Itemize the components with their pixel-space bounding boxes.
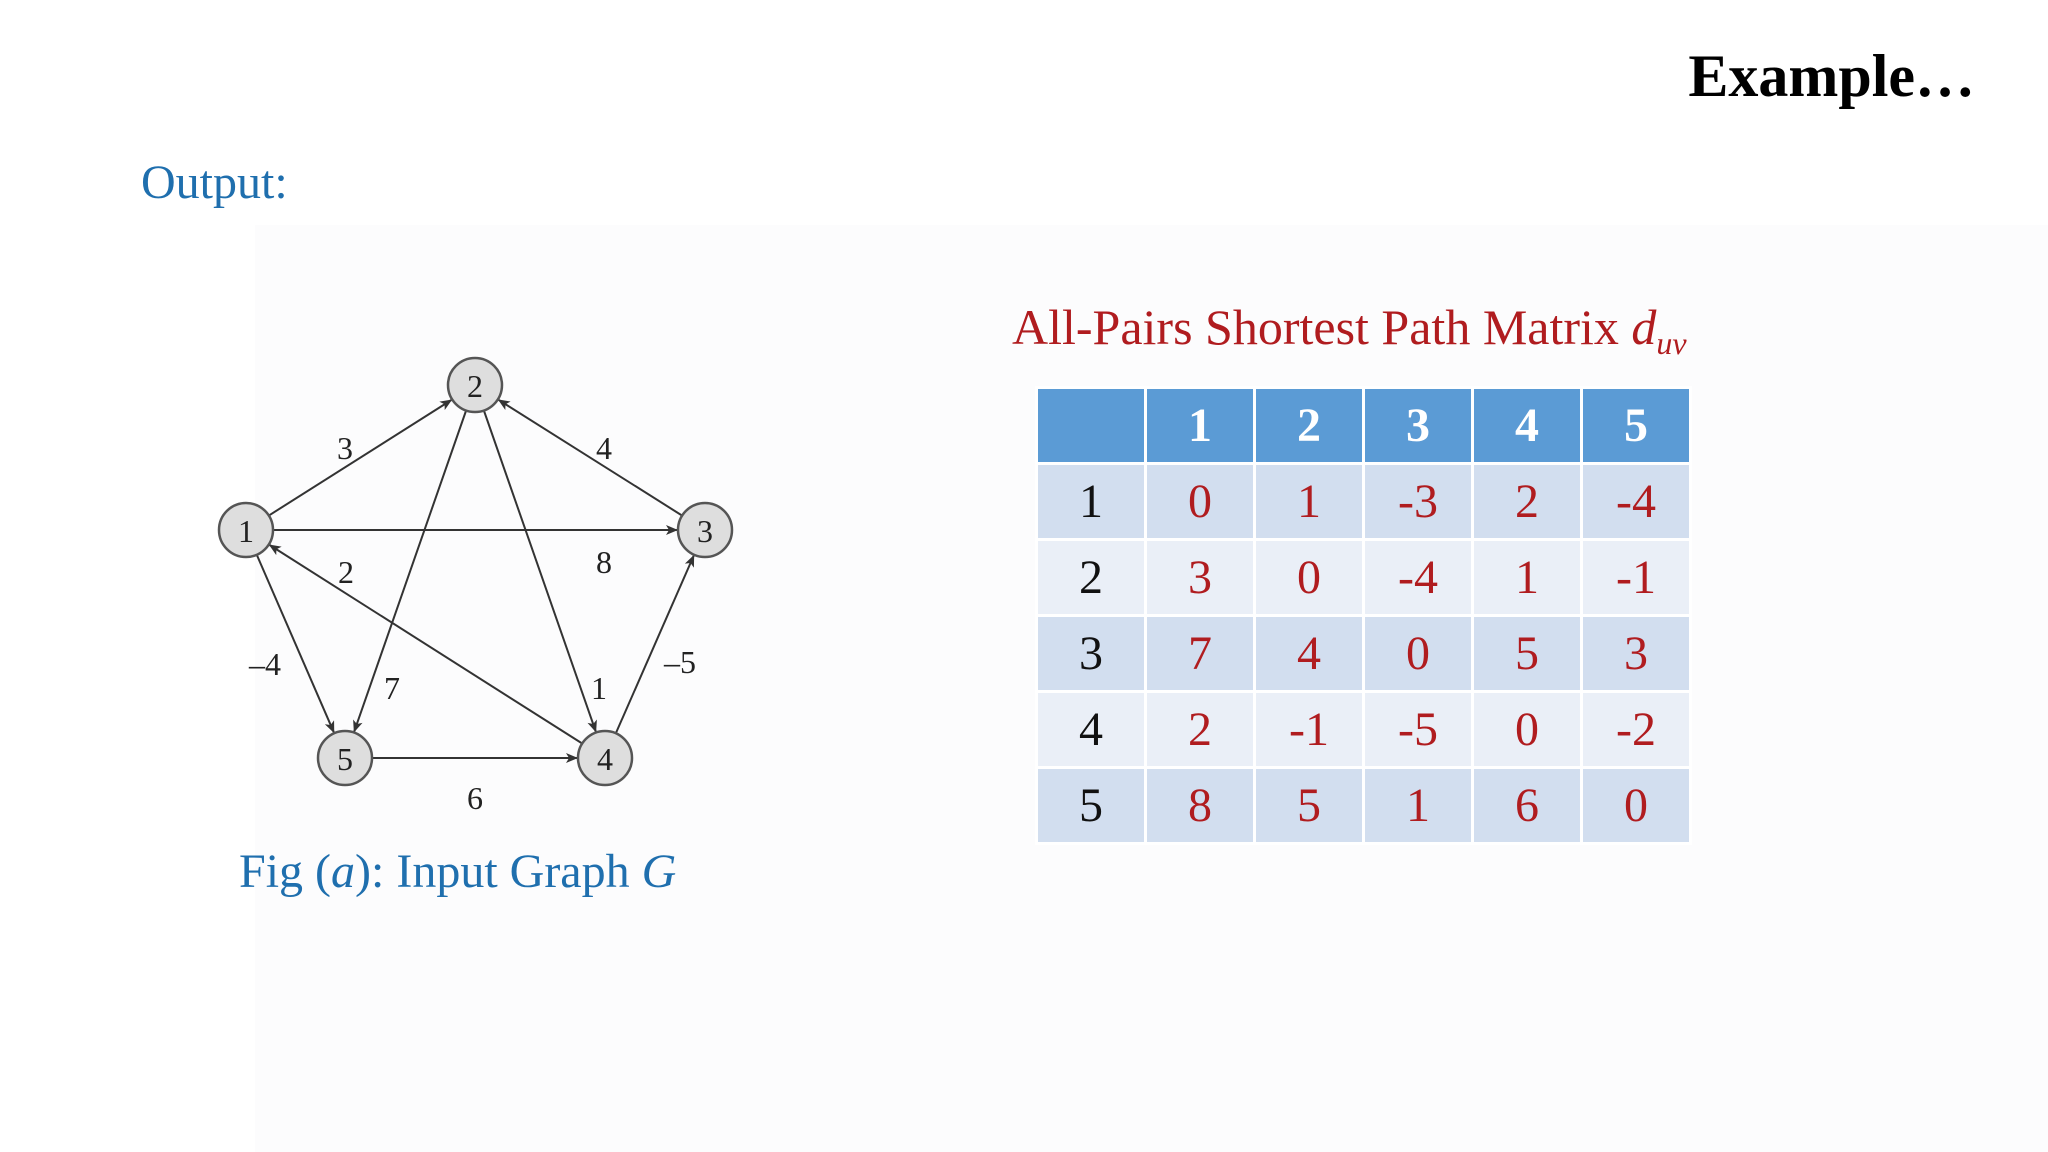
edge-weight-label: –4 [248, 646, 281, 682]
matrix-cell: 6 [1471, 766, 1583, 845]
output-label: Output: [141, 156, 288, 209]
matrix-row-header: 1 [1035, 462, 1147, 541]
edge-weight-label: 3 [337, 430, 353, 466]
edge-2-to-5 [353, 410, 468, 733]
matrix-cell: 3 [1144, 538, 1256, 617]
node-label: 1 [238, 513, 254, 549]
matrix-column-header: 5 [1580, 386, 1692, 465]
input-graph-diagram: 3 4 8 2 –4 7 1 –5 6 1 2 3 4 5 [217, 356, 734, 816]
node-circle [217, 501, 275, 559]
matrix-cell: -3 [1362, 462, 1474, 541]
edge-weight-label: 7 [384, 670, 400, 706]
node-circle [676, 501, 734, 559]
matrix-cell: 0 [1471, 690, 1583, 769]
matrix-title-symbol: d [1631, 299, 1657, 355]
matrix-row: 5 8 5 1 6 0 [1035, 766, 1692, 845]
matrix-cell: -2 [1580, 690, 1692, 769]
node-label: 2 [467, 368, 483, 404]
matrix-cell: -4 [1580, 462, 1692, 541]
matrix-cell: -4 [1362, 538, 1474, 617]
edge-1-to-5 [255, 554, 335, 734]
shortest-path-matrix-table: 1 2 3 4 5 1 0 1 -3 2 -4 2 3 0 -4 1 -1 3 … [1035, 386, 1692, 845]
matrix-cell: -1 [1580, 538, 1692, 617]
figure-caption: Fig (a): Input Graph G [239, 844, 676, 899]
matrix-corner-cell [1035, 386, 1147, 465]
graph-node-5: 5 [316, 729, 374, 787]
matrix-cell: 7 [1144, 614, 1256, 693]
edge-weight-label: 8 [596, 544, 612, 580]
graph-node-2: 2 [446, 356, 504, 414]
matrix-cell: -5 [1362, 690, 1474, 769]
matrix-cell: 4 [1253, 614, 1365, 693]
node-circle [576, 729, 634, 787]
matrix-cell: 1 [1471, 538, 1583, 617]
matrix-row-header: 4 [1035, 690, 1147, 769]
edge-weight-label: 1 [591, 670, 607, 706]
matrix-cell: 3 [1580, 614, 1692, 693]
edge-2-to-4 [482, 410, 597, 733]
matrix-column-header: 2 [1253, 386, 1365, 465]
node-circle [316, 729, 374, 787]
matrix-cell: 5 [1253, 766, 1365, 845]
matrix-row: 2 3 0 -4 1 -1 [1035, 538, 1692, 617]
graph-node-4: 4 [576, 729, 634, 787]
matrix-header-row: 1 2 3 4 5 [1035, 386, 1692, 465]
matrix-cell: 1 [1253, 462, 1365, 541]
matrix-cell: 2 [1471, 462, 1583, 541]
node-label: 4 [597, 741, 613, 777]
matrix-column-header: 1 [1144, 386, 1256, 465]
matrix-row-header: 5 [1035, 766, 1147, 845]
matrix-column-header: 4 [1471, 386, 1583, 465]
edge-weight-label: 2 [338, 554, 354, 590]
matrix-cell: 1 [1362, 766, 1474, 845]
matrix-row-header: 2 [1035, 538, 1147, 617]
graph-node-1: 1 [217, 501, 275, 559]
matrix-title-text: All-Pairs Shortest Path Matrix [1012, 299, 1632, 355]
matrix-row: 1 0 1 -3 2 -4 [1035, 462, 1692, 541]
matrix-cell: -1 [1253, 690, 1365, 769]
matrix-cell: 0 [1362, 614, 1474, 693]
matrix-title-subscript: uv [1656, 325, 1687, 361]
caption-middle: ): Input Graph [355, 845, 642, 898]
matrix-cell: 0 [1253, 538, 1365, 617]
matrix-cell: 0 [1580, 766, 1692, 845]
edge-4-to-1 [268, 544, 583, 745]
edge-weight-label: 4 [596, 430, 612, 466]
matrix-row: 4 2 -1 -5 0 -2 [1035, 690, 1692, 769]
matrix-row: 3 7 4 0 5 3 [1035, 614, 1692, 693]
slide-title: Example… [1688, 43, 1975, 109]
caption-prefix: Fig ( [239, 845, 332, 898]
edge-weight-label: –5 [663, 644, 696, 680]
node-circle [446, 356, 504, 414]
matrix-row-header: 3 [1035, 614, 1147, 693]
matrix-column-header: 3 [1362, 386, 1474, 465]
graph-node-3: 3 [676, 501, 734, 559]
node-label: 5 [337, 741, 353, 777]
matrix-cell: 8 [1144, 766, 1256, 845]
matrix-cell: 5 [1471, 614, 1583, 693]
node-label: 3 [697, 513, 713, 549]
caption-fig-letter: a [331, 845, 356, 898]
matrix-title: All-Pairs Shortest Path Matrix duv [1012, 298, 1687, 362]
caption-graph-name: G [641, 845, 677, 898]
edge-3-to-2 [497, 399, 683, 517]
edge-4-to-3 [614, 554, 695, 734]
edge-weight-label: 6 [467, 780, 483, 816]
matrix-cell: 0 [1144, 462, 1256, 541]
edge-1-to-2 [268, 399, 453, 517]
matrix-cell: 2 [1144, 690, 1256, 769]
